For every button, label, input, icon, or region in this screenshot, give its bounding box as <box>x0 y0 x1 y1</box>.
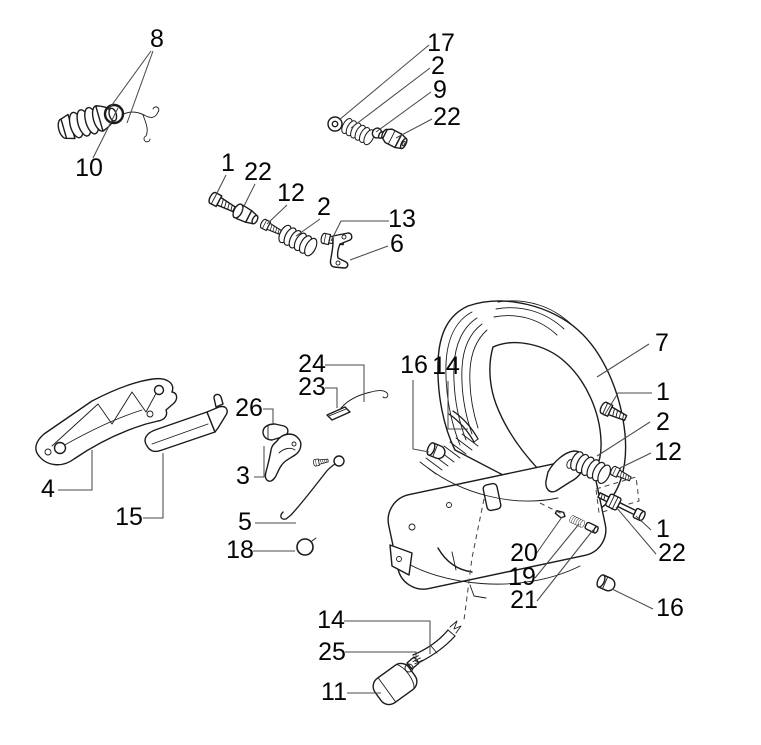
part-trigger-3 <box>264 433 302 482</box>
callout-14-upper: 14 <box>432 352 460 380</box>
callout-10: 10 <box>75 154 103 182</box>
callout-labels: 8 10 17 2 9 22 1 22 12 2 13 6 24 23 26 1… <box>41 25 686 706</box>
part-rod-14-upper <box>448 410 479 443</box>
dashed-box <box>595 476 640 514</box>
part-spring-2-mid <box>275 222 320 259</box>
part-antivibration-mount <box>57 105 118 140</box>
grip-hatching <box>419 433 479 475</box>
callout-22-mid: 22 <box>244 158 272 186</box>
callout-7: 7 <box>655 329 669 357</box>
part-retainer-wire <box>121 106 160 143</box>
leader-lines <box>58 44 657 694</box>
part-adjuster-22-top <box>381 128 408 150</box>
callout-21: 21 <box>510 586 538 614</box>
callout-2-mid: 2 <box>317 193 331 221</box>
callout-17: 17 <box>427 29 455 57</box>
filter-ring <box>404 663 414 673</box>
callout-1-mid: 1 <box>221 149 235 177</box>
callout-20: 20 <box>510 539 538 567</box>
callout-13: 13 <box>388 205 416 233</box>
callout-12-mid: 12 <box>277 179 305 207</box>
callout-16-left: 16 <box>400 351 428 379</box>
part-bushing-16-left <box>424 441 448 462</box>
part-spring-2-top <box>339 116 377 147</box>
callout-15: 15 <box>115 503 143 531</box>
callout-2-right: 2 <box>656 408 670 436</box>
callout-19: 19 <box>508 563 536 591</box>
callout-1-right-lower: 1 <box>656 515 670 543</box>
part-bracket-6 <box>329 232 353 269</box>
callout-25: 25 <box>318 638 346 666</box>
callout-26: 26 <box>235 394 263 422</box>
part-washer-17 <box>327 116 343 132</box>
callout-4: 4 <box>41 475 55 503</box>
part-handle-bracket-4 <box>35 377 178 466</box>
callout-1-right-upper: 1 <box>656 378 670 406</box>
part-stud-assembly-1-22 <box>597 492 646 522</box>
callout-16-right: 16 <box>656 594 684 622</box>
part-lever-15 <box>144 393 228 453</box>
callout-22-right: 22 <box>658 539 686 567</box>
part-ring-18 <box>296 537 317 556</box>
callout-6: 6 <box>390 230 404 258</box>
part-fuel-hose-14 <box>412 620 462 663</box>
callout-14-lower: 14 <box>317 606 345 634</box>
part-wire-24 <box>340 390 389 409</box>
dashed-guides <box>463 498 565 621</box>
part-throttle-rod-5 <box>280 455 345 520</box>
part-plate-23 <box>326 406 351 421</box>
callout-2-top: 2 <box>431 52 445 80</box>
callout-12-right: 12 <box>654 438 682 466</box>
part-screw-1-mid <box>206 190 238 216</box>
callout-23: 23 <box>298 373 326 401</box>
callout-5: 5 <box>238 508 252 536</box>
callout-24: 24 <box>298 350 326 378</box>
callout-8: 8 <box>150 25 164 53</box>
callout-9: 9 <box>433 76 447 104</box>
callout-3: 3 <box>236 462 250 490</box>
callout-18: 18 <box>226 536 254 564</box>
callout-22-top: 22 <box>433 103 461 131</box>
part-sleeve-22-mid <box>230 201 262 229</box>
part-fuel-filter-11 <box>372 662 418 706</box>
callout-11: 11 <box>321 678 347 706</box>
part-cap-21 <box>584 521 599 534</box>
